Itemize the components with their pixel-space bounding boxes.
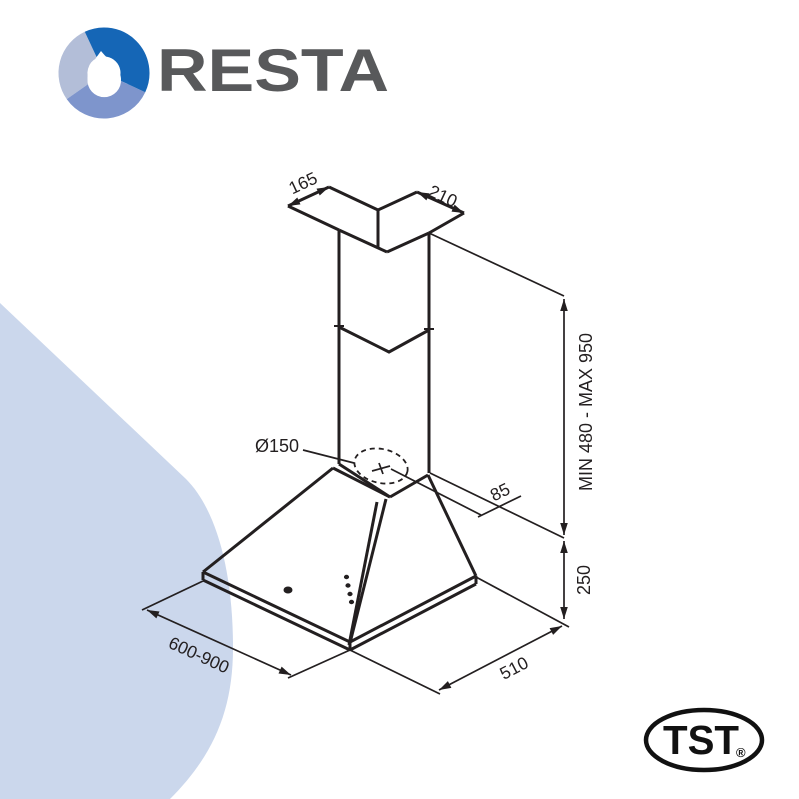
- dim-label-210: 210: [426, 181, 461, 212]
- controls: [283, 574, 355, 605]
- button-dot: [347, 591, 353, 597]
- dim-edge-165: [287, 185, 330, 208]
- duct-outlet-dashed-circle: [353, 447, 409, 485]
- hood-technical-drawing: 165 210 Ø150 85 MIN 480 - MAX 950 250 60…: [141, 168, 596, 695]
- background-teardrop-shape: [0, 303, 233, 799]
- tst-oval: [643, 707, 765, 773]
- telescopic-seam: [338, 325, 430, 354]
- dimension-lines: [146, 299, 568, 691]
- dim-line-600-900: [146, 609, 292, 676]
- dim-label-height-range: MIN 480 - MAX 950: [576, 333, 596, 491]
- drop-center: [87, 51, 122, 98]
- button-dot: [348, 599, 355, 605]
- dim-edge-210: [416, 190, 465, 215]
- button-dot: [345, 583, 351, 588]
- swirl-medium-arc: [66, 79, 146, 119]
- resta-logo-mark: [58, 27, 150, 119]
- button-dot: [343, 574, 350, 580]
- mounting-plate: [287, 185, 465, 254]
- tst-registered-symbol: ®: [736, 745, 746, 760]
- dim-label-duct-diameter: Ø150: [255, 436, 299, 456]
- chimney-duct: [334, 230, 434, 473]
- dim-line-510: [438, 625, 563, 691]
- lamp-dot: [283, 586, 293, 594]
- resta-wordmark: RESTA: [157, 37, 389, 104]
- hood-bottom-rim: [201, 570, 478, 652]
- tst-logo: TST ®: [643, 707, 765, 773]
- dim-label-250: 250: [574, 565, 594, 595]
- hood-canopy: [202, 462, 478, 646]
- extension-lines: [141, 232, 570, 695]
- swirl-dark-arc: [84, 27, 150, 93]
- swirl-light-arc: [58, 31, 98, 100]
- tst-text: TST: [663, 717, 739, 763]
